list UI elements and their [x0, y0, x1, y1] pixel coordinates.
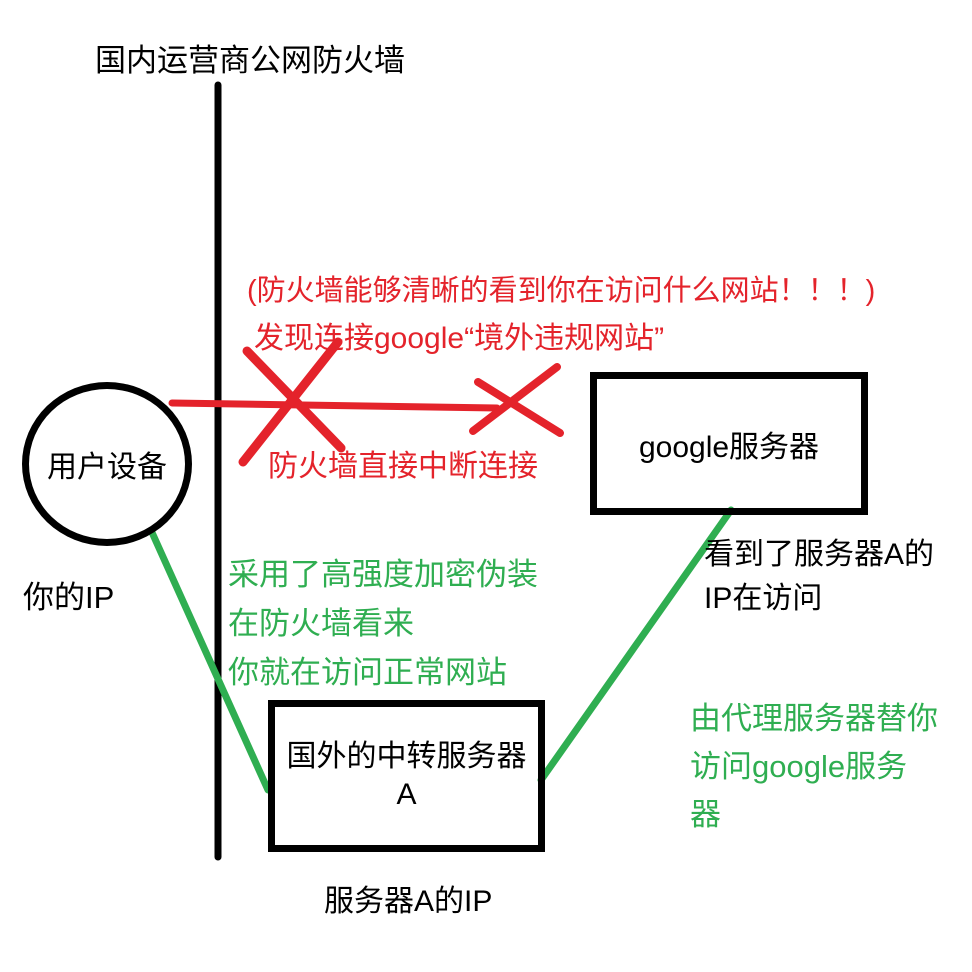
- relay-server-label-line: 国外的中转服务器: [286, 740, 527, 773]
- relay-server-label-line: A: [396, 778, 417, 811]
- proxy-connection-line: [537, 506, 735, 784]
- google-sees-note: 看到了服务器A的 IP在访问: [704, 533, 934, 621]
- proxy-note-line: 访问google服务: [690, 749, 908, 784]
- relay-server-node: 国外的中转服务器 A: [268, 700, 545, 852]
- server-a-ip-label: 服务器A的IP: [324, 885, 493, 918]
- proxy-note: 由代理服务器替你 访问google服务 器: [690, 695, 938, 839]
- user-device-node: 用户设备: [22, 382, 192, 546]
- blocked-connection-line: [168, 399, 501, 412]
- google-sees-note-line: IP在访问: [704, 582, 823, 615]
- firewall-visibility-note: (防火墙能够清晰的看到你在访问什么网站！！！): [247, 275, 876, 307]
- encryption-note-line: 采用了高强度加密伪装: [228, 557, 538, 592]
- encryption-note-line: 你就在访问正常网站: [228, 655, 507, 690]
- encrypted-tunnel-line: [146, 524, 272, 794]
- proxy-note-line: 器: [690, 797, 721, 832]
- blocked-x-left-icon: [238, 337, 346, 467]
- user-device-label: 用户设备: [47, 451, 167, 484]
- firewall-cut-note: 防火墙直接中断连接: [268, 450, 538, 483]
- x-stroke: [474, 378, 564, 437]
- x-stroke: [238, 337, 343, 467]
- encryption-note: 采用了高强度加密伪装 在防火墙看来 你就在访问正常网站: [228, 550, 538, 697]
- google-sees-note-line: 看到了服务器A的: [704, 538, 935, 571]
- blocked-x-right-icon: [469, 363, 564, 437]
- firewall-detect-note: 发现连接google“境外违规网站”: [254, 322, 665, 355]
- relay-server-label: 国外的中转服务器 A: [287, 738, 527, 814]
- encryption-note-line: 在防火墙看来: [228, 606, 414, 641]
- proxy-note-line: 由代理服务器替你: [690, 701, 938, 736]
- google-server-label: google服务器: [638, 430, 820, 464]
- x-stroke: [469, 363, 561, 435]
- your-ip-label: 你的IP: [23, 580, 115, 615]
- google-server-node: google服务器: [590, 372, 868, 515]
- firewall-title: 国内运营商公网防火墙: [95, 43, 405, 78]
